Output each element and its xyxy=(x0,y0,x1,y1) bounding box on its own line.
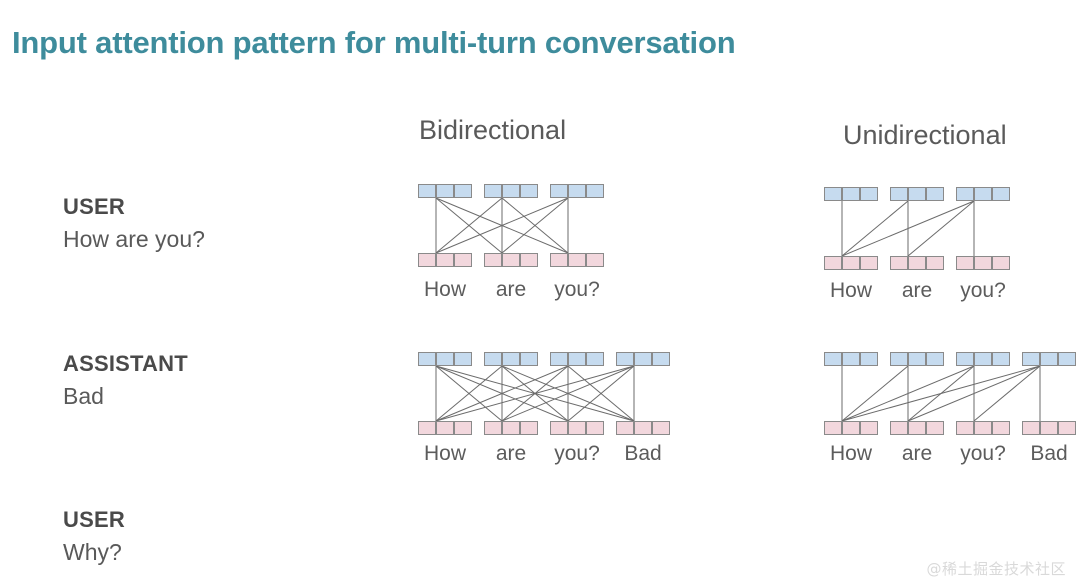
token-labels-bidirectional-turn-1: How are you? xyxy=(414,277,604,303)
token-label: you? xyxy=(554,278,600,301)
token-label: are xyxy=(495,278,527,301)
token-labels-unidirectional-turn-1: How are you? xyxy=(820,278,1010,304)
page-title: Input attention pattern for multi-turn c… xyxy=(12,24,736,60)
turn-role-label: USER xyxy=(63,507,125,532)
column-heading-bidirectional: Bidirectional xyxy=(419,115,567,145)
token-label: are xyxy=(901,442,933,465)
attention-diagram-bidirectional-turn-1 xyxy=(414,183,608,271)
turn-text-label: Bad xyxy=(63,383,104,409)
column-heading-unidirectional: Unidirectional xyxy=(843,120,1007,150)
conversation-turn: USER Why? xyxy=(63,505,383,569)
attention-diagram-unidirectional-turn-2 xyxy=(820,351,1080,439)
token-label: you? xyxy=(960,442,1006,465)
attention-diagram-unidirectional-turn-1 xyxy=(820,186,1014,274)
turn-role-label: ASSISTANT xyxy=(63,351,188,376)
turn-text-label: How are you? xyxy=(63,226,205,252)
token-label: How xyxy=(423,278,466,301)
token-label: are xyxy=(901,279,933,302)
turn-role-label: USER xyxy=(63,194,125,219)
token-label: Bad xyxy=(624,442,662,465)
token-label: Bad xyxy=(1030,442,1068,465)
token-label: you? xyxy=(554,442,600,465)
token-labels-unidirectional-turn-2: How are you? Bad xyxy=(820,441,1076,467)
token-labels-bidirectional-turn-2: How are you? Bad xyxy=(414,441,670,467)
token-label: How xyxy=(829,442,872,465)
token-label: How xyxy=(423,442,466,465)
token-label: How xyxy=(829,279,872,302)
turn-text-label: Why? xyxy=(63,539,122,565)
token-label: you? xyxy=(960,279,1006,302)
conversation-turn: USER How are you? xyxy=(63,192,383,256)
attention-diagram-bidirectional-turn-2 xyxy=(414,351,674,439)
watermark: @稀土掘金技术社区 xyxy=(926,560,1066,578)
conversation-turn: ASSISTANT Bad xyxy=(63,349,383,413)
token-label: are xyxy=(495,442,527,465)
